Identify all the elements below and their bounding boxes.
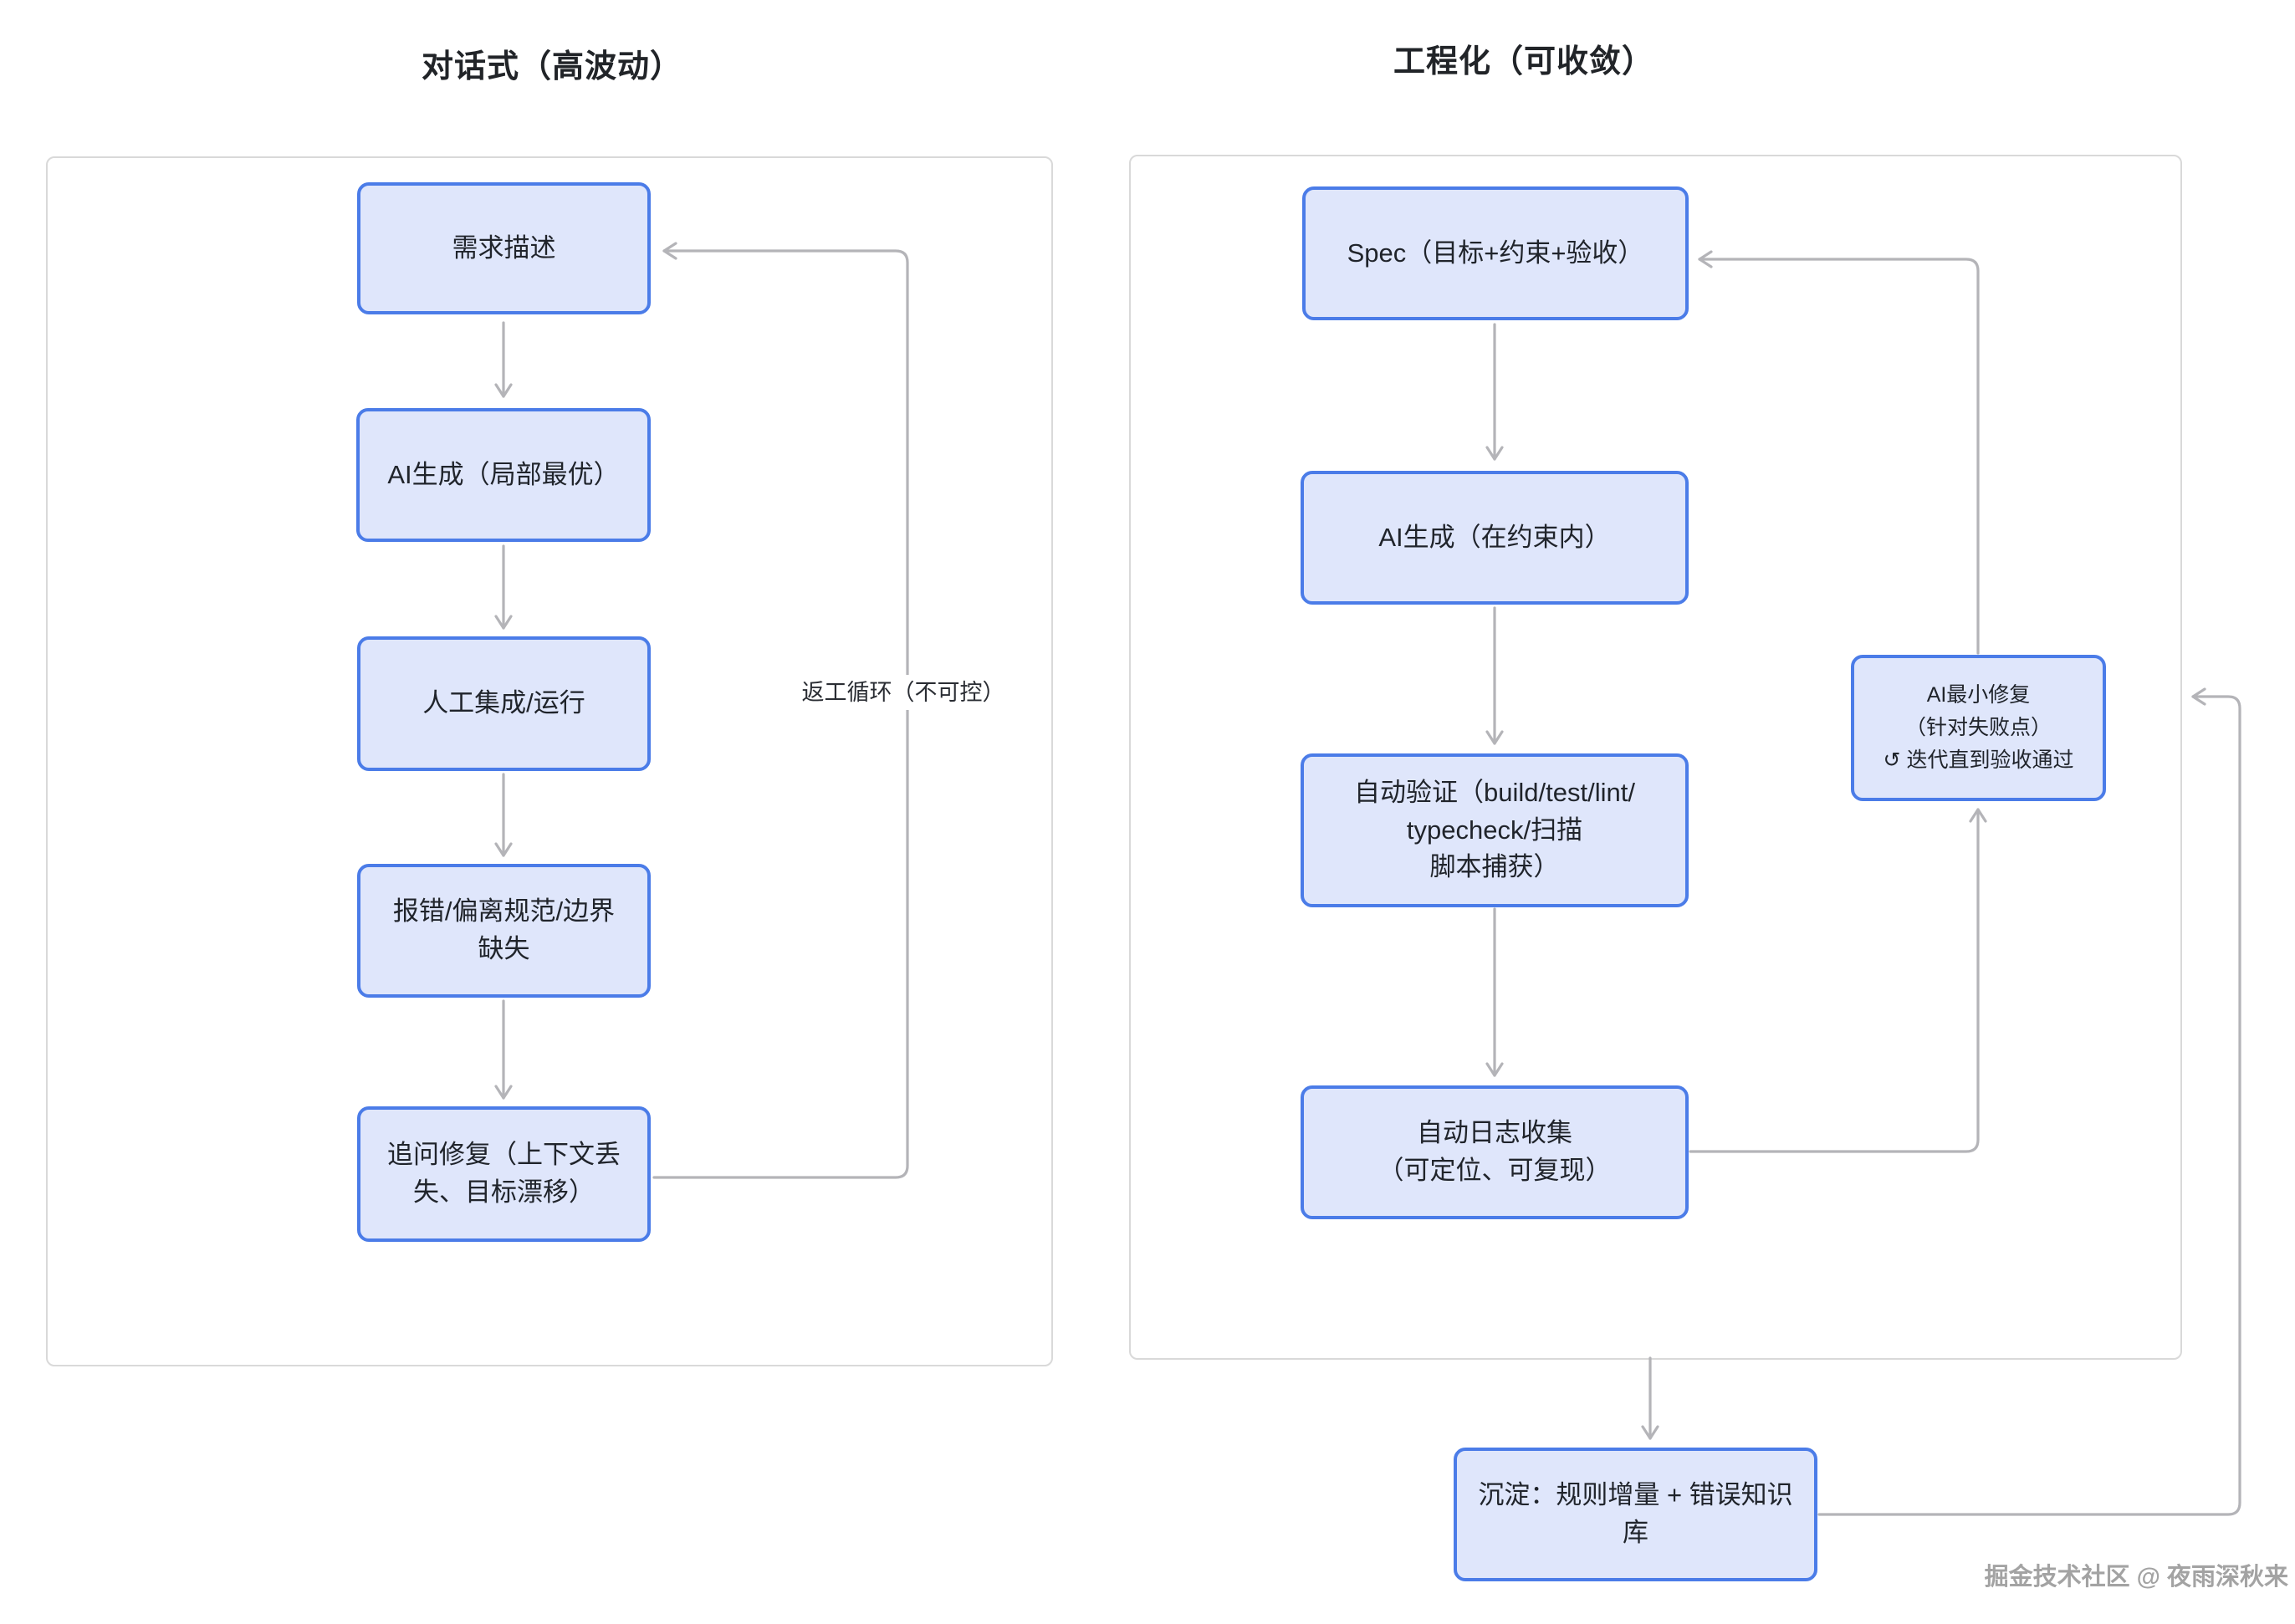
node-errors-line1: 报错/偏离规范/边界 bbox=[392, 896, 616, 927]
node-ai-generate-right: AI生成（在约束内） bbox=[1301, 471, 1689, 605]
node-followup-fix-line2: 失、目标漂移） bbox=[413, 1177, 595, 1207]
node-knowledge-base-line2: 库 bbox=[1623, 1518, 1648, 1547]
node-manual-run: 人工集成/运行 bbox=[357, 636, 651, 771]
node-auto-logs-line2: （可定位、可复现） bbox=[1378, 1156, 1612, 1185]
left-panel-title: 对话式（高波动） bbox=[421, 49, 682, 84]
node-knowledge-base-line1: 沉淀：规则增量 + 错误知识 bbox=[1478, 1480, 1793, 1510]
node-auto-verify-line2: typecheck/扫描 bbox=[1406, 815, 1583, 845]
rework-loop-label: 返工循环（不可控） bbox=[793, 675, 1014, 710]
node-auto-verify-line3: 脚本捕获） bbox=[1429, 852, 1560, 882]
node-spec-label: Spec（目标+约束+验收） bbox=[1347, 237, 1644, 268]
node-ai-generate-right-label: AI生成（在约束内） bbox=[1378, 522, 1611, 552]
node-ai-min-fix: AI最小修复 （针对失败点） ↺ 迭代直到验收通过 bbox=[1851, 655, 2106, 801]
node-auto-logs: 自动日志收集 （可定位、可复现） bbox=[1301, 1085, 1689, 1219]
right-panel-title: 工程化（可收敛） bbox=[1393, 44, 1654, 79]
node-ai-generate-left-label: AI生成（局部最优） bbox=[387, 459, 620, 489]
node-ai-generate-left: AI生成（局部最优） bbox=[356, 408, 651, 542]
node-errors-line2: 缺失 bbox=[478, 934, 530, 963]
node-ai-min-fix-line1: AI最小修复 bbox=[1926, 683, 2031, 707]
node-ai-min-fix-line3: ↺ 迭代直到验收通过 bbox=[1883, 748, 2074, 772]
node-auto-logs-line1: 自动日志收集 bbox=[1417, 1118, 1572, 1148]
node-spec: Spec（目标+约束+验收） bbox=[1302, 186, 1689, 320]
node-knowledge-base: 沉淀：规则增量 + 错误知识 库 bbox=[1454, 1448, 1817, 1581]
node-followup-fix-line1: 追问修复（上下文丢 bbox=[387, 1140, 621, 1170]
node-ai-min-fix-line2: （针对失败点） bbox=[1904, 716, 2052, 740]
node-errors: 报错/偏离规范/边界 缺失 bbox=[357, 864, 651, 998]
watermark: 掘金技术社区 @ 夜雨深秋来 bbox=[1984, 1564, 2288, 1591]
node-auto-verify-line1: 自动验证（build/test/lint/ bbox=[1354, 777, 1635, 807]
node-followup-fix: 追问修复（上下文丢 失、目标漂移） bbox=[357, 1106, 651, 1242]
node-manual-run-label: 人工集成/运行 bbox=[422, 688, 585, 718]
node-requirement-label: 需求描述 bbox=[452, 232, 556, 263]
node-requirement: 需求描述 bbox=[357, 182, 651, 314]
node-auto-verify: 自动验证（build/test/lint/ typecheck/扫描 脚本捕获） bbox=[1301, 753, 1689, 907]
